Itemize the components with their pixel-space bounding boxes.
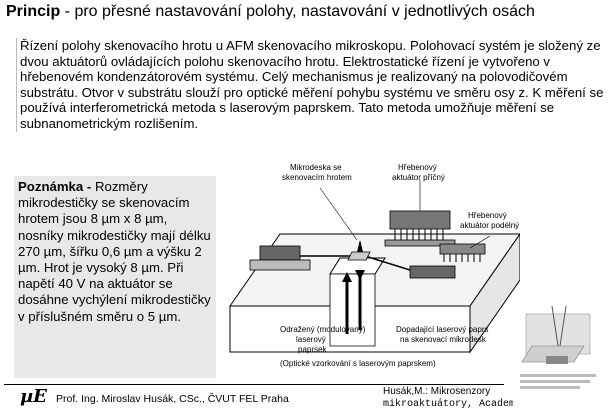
lateral-comb-actuator: [389, 210, 451, 230]
label-long-2: aktuátor podélný: [460, 221, 519, 230]
label-reflected-3: paprsek: [298, 345, 327, 354]
label-lateral-2: aktuátor příčný: [392, 173, 445, 182]
label-incident-1: Dopadající laserový paprs: [396, 325, 489, 334]
label-reflected-1: Odražený (modulovaný): [280, 325, 366, 334]
label-tip-2: skenovacím hrotem: [282, 173, 352, 182]
note-box: Poznámka - Rozměry mikrodestičky se sken…: [14, 176, 216, 378]
lateral-comb-teeth: [394, 229, 444, 240]
micro-plate: [347, 251, 371, 261]
longitudinal-comb-teeth: [443, 254, 481, 262]
substrate-side: [469, 233, 520, 354]
note-text: Rozměry mikrodestičky se skenovacím hrot…: [18, 179, 211, 324]
label-incident-2: na skenovací mikrodesk: [400, 335, 487, 344]
right-anchor-pad: [409, 265, 456, 279]
footer-ref-line2: mikroaktuátory, Academi: [383, 399, 513, 410]
intro-paragraph: Řízení polohy skenovacího hrotu u AFM sk…: [16, 38, 605, 132]
footer-ref-line1: Husák,M.: Mikrosenzory: [383, 386, 491, 397]
label-long-1: Hřebenový: [468, 211, 507, 220]
thumbnail-svg: [512, 296, 604, 408]
lateral-comb-base: [384, 239, 456, 247]
incident-beam-arrow: [355, 270, 365, 280]
label-lateral-1: Hřebenový: [398, 163, 437, 172]
footer-divider: [4, 384, 504, 385]
note-label: Poznámka -: [18, 179, 92, 194]
beam-right: [364, 255, 411, 271]
title-bold: Princip: [6, 3, 61, 20]
left-anchor-base: [249, 259, 311, 271]
left-anchor-pad: [259, 245, 301, 261]
label-reflected-2: laserový: [296, 335, 326, 344]
figure-caption: (Optické vzorkování s laserovým paprskem…: [280, 359, 436, 368]
thumbnail-image: [512, 296, 604, 408]
actuator-diagram: Mikrodeska se skenovacím hrotem Hřebenov…: [220, 156, 520, 386]
title-rest: - pro přesné nastavování polohy, nastavo…: [60, 3, 535, 20]
diagram-svg: Mikrodeska se skenovacím hrotem Hřebenov…: [229, 163, 520, 368]
hole-shaft: [329, 273, 376, 347]
scanning-tip: [357, 240, 363, 252]
footer-reference: Husák,M.: Mikrosenzory mikroaktuátory, A…: [383, 385, 513, 411]
longitudinal-comb-actuator: [439, 243, 486, 255]
footer-author: Prof. Ing. Miroslav Husák, CSc., ČVUT FE…: [56, 393, 289, 405]
logo: µE: [20, 386, 47, 407]
leader-tip: [319, 187, 358, 241]
reflected-beam-arrow: [342, 272, 352, 282]
leader-longitudinal: [469, 235, 491, 249]
page-title: Princip - pro přesné nastavování polohy,…: [6, 3, 535, 21]
label-tip-1: Mikrodeska se: [290, 163, 342, 172]
